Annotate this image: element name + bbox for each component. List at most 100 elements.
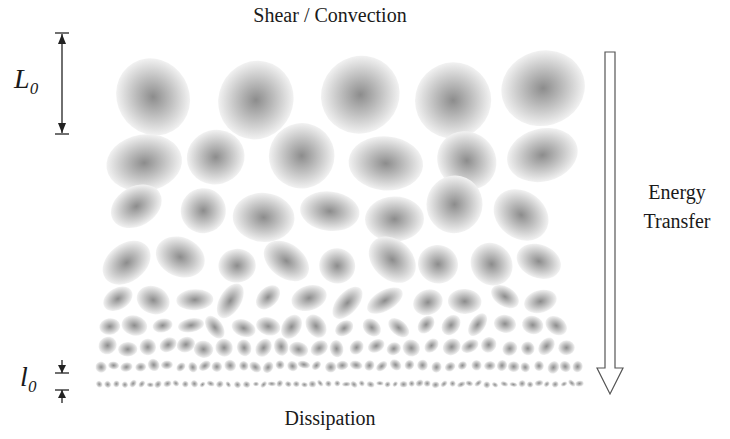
eddy [235,338,254,359]
eddy [385,314,413,341]
eddy [499,338,520,358]
eddy [272,336,290,357]
eddy [301,382,309,388]
eddy [545,359,561,376]
eddy [229,316,258,340]
eddy [535,334,558,358]
eddy [430,360,443,374]
eddy [534,379,544,387]
eddy [225,380,232,388]
eddy [137,379,146,388]
eddy [413,240,463,289]
eddy [403,358,417,372]
eddy [492,40,594,135]
eddy [509,381,518,387]
eddy [153,379,163,389]
eddy [139,338,157,355]
eddy [267,381,276,386]
small-scale-symbol: l₀ [20,362,38,393]
eddy [118,341,138,357]
eddy [174,334,197,355]
eddy [157,334,179,355]
eddy [324,361,337,374]
eddy [237,359,250,372]
eddy [392,380,399,388]
eddy [259,380,268,389]
eddy [181,123,251,190]
eddy [98,317,121,336]
eddy [285,359,300,373]
eddy [247,359,263,374]
eddy [543,380,551,388]
eddy [388,357,404,373]
large-scale-symbol: L₀ [14,64,39,95]
eddy [551,380,560,389]
eddy [421,170,489,239]
eddy [491,381,499,389]
bottom-heading: Dissipation [284,407,375,429]
eddy [175,361,188,374]
eddy [147,382,154,387]
eddy [261,359,276,375]
eddy [519,360,532,374]
eddy [462,234,521,294]
eddy [231,191,297,245]
eddy [108,361,120,370]
eddy [332,317,356,340]
eddy [254,315,282,339]
eddy [177,316,205,334]
eddy [478,334,500,356]
eddy [439,335,463,359]
eddy [456,359,469,371]
eddy [567,378,577,387]
eddy [301,310,331,341]
eddy [95,380,104,389]
eddy [197,358,213,373]
eddy [222,358,238,374]
eddy [132,281,174,320]
eddy [310,359,323,372]
eddy [199,381,207,389]
eddy [560,380,568,387]
eddy [316,379,324,388]
eddy [431,381,440,389]
eddy [438,311,465,339]
eddy [102,45,204,150]
eddy [448,379,457,388]
eddy [363,282,407,319]
eddy [211,279,249,323]
eddy [534,360,544,371]
eddy [212,335,236,359]
eddy [327,281,368,324]
eddy [252,336,275,360]
eddy [542,312,571,339]
eddy [275,379,284,388]
eddy [181,380,190,389]
eddy [135,362,147,372]
eddy [176,288,214,311]
eddy [349,359,363,370]
eddy [464,310,491,339]
eddy [517,379,526,388]
eddy [112,380,120,388]
eddy [416,359,429,372]
eddy [465,380,474,388]
eddy [399,336,423,360]
eddy [456,380,466,389]
eddy [414,378,424,388]
eddy [292,380,300,387]
eddy [484,178,559,251]
eddy [443,360,457,373]
eddy [187,361,200,374]
eddy [336,360,349,371]
large-scale-dimension [55,33,69,134]
eddy [173,181,233,241]
eddy [521,286,559,317]
eddy [495,358,509,373]
eddy [407,379,416,388]
eddy [557,359,573,375]
eddy [324,379,333,388]
eddy [103,380,113,390]
eddy [233,380,243,390]
